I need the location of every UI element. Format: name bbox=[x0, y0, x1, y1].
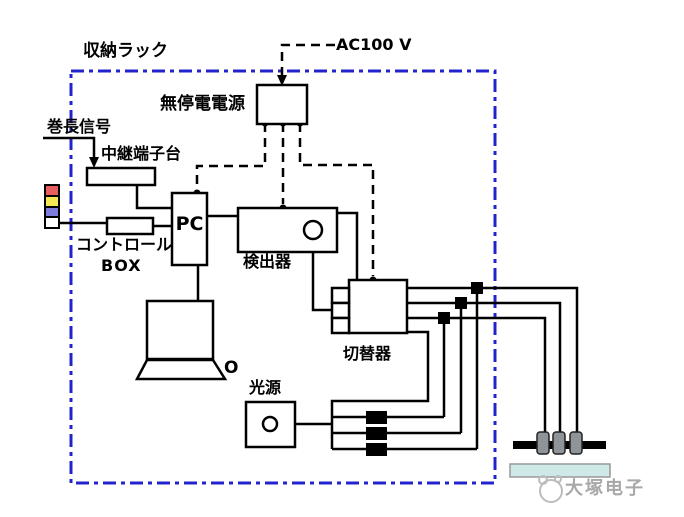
ac-inlet-wire bbox=[280, 43, 335, 76]
control-box bbox=[105, 216, 155, 236]
detector-label: 検出器 bbox=[243, 252, 292, 271]
switcher-port1 bbox=[330, 286, 351, 305]
ups-label: 無停電電源 bbox=[160, 94, 245, 114]
switcher-port2 bbox=[330, 301, 351, 320]
signal-wires bbox=[43, 136, 579, 451]
detector-side-link bbox=[337, 211, 359, 279]
pc-label: PC bbox=[175, 213, 204, 235]
ups-box bbox=[255, 83, 309, 126]
lightsource-lens-circle bbox=[261, 415, 279, 433]
switcher-box bbox=[347, 278, 409, 335]
equipment-boxes bbox=[85, 83, 409, 449]
watermark-logo-petal1 bbox=[538, 475, 548, 485]
terminal-to-pc-wire bbox=[135, 185, 172, 210]
tower-red-segment bbox=[44, 184, 60, 197]
sensor-head3 bbox=[569, 431, 583, 455]
terminal-block-box bbox=[85, 166, 157, 187]
watermark-text: 大塚电子 bbox=[565, 478, 645, 499]
switcher-port3 bbox=[330, 316, 351, 335]
monitor-o-mark: O bbox=[224, 358, 239, 378]
tower-blue-segment bbox=[44, 206, 60, 218]
detector-to-switcher-fiber bbox=[311, 239, 332, 312]
sensor-head1 bbox=[536, 431, 550, 455]
tower-white-segment bbox=[44, 216, 60, 229]
ups-to-pc-wire bbox=[195, 123, 267, 189]
rack-label: 収納ラック bbox=[83, 41, 168, 61]
watermark-logo-circle bbox=[539, 479, 563, 503]
switcher-head1-fiber bbox=[407, 286, 579, 432]
control-box-label-2: BOX bbox=[101, 256, 142, 275]
monitor-screen bbox=[145, 299, 215, 361]
fiber-coupler1 bbox=[366, 411, 387, 424]
rack-boundary bbox=[69, 69, 497, 485]
fiber-coupler2 bbox=[366, 427, 387, 440]
switcher-head3-fiber bbox=[407, 316, 547, 432]
sensor-head2 bbox=[552, 431, 566, 455]
ac-voltage-label: AC100 V bbox=[336, 35, 412, 54]
ups-to-switcher-wire bbox=[298, 123, 375, 276]
switcher-label: 切替器 bbox=[343, 344, 392, 363]
tower-yellow-segment bbox=[44, 195, 60, 208]
fiber-junctions bbox=[366, 282, 483, 456]
light-source-label: 光源 bbox=[249, 378, 282, 397]
watermark-logo-petal2 bbox=[554, 475, 562, 483]
terminal-block-label: 中継端子台 bbox=[101, 144, 182, 163]
switcher-head2-fiber bbox=[407, 301, 562, 432]
signal-tower bbox=[44, 184, 60, 229]
fiber-coupler3 bbox=[366, 443, 387, 456]
length-signal-label: 巻長信号 bbox=[47, 117, 112, 136]
fiber-junction2 bbox=[455, 297, 467, 309]
control-box-label-1: コントロール bbox=[76, 235, 173, 254]
power-wires bbox=[195, 43, 375, 276]
film-sheet bbox=[509, 463, 611, 478]
watermark-logo-icon bbox=[538, 475, 563, 503]
pc-box bbox=[170, 191, 209, 267]
fiber-junction3 bbox=[438, 312, 450, 324]
fiber-junction1 bbox=[471, 282, 483, 294]
detector-lens-circle bbox=[302, 219, 324, 241]
signal-arrowhead bbox=[89, 157, 99, 168]
length-signal-wire bbox=[43, 136, 96, 160]
monitor-base bbox=[134, 358, 228, 381]
sensor-assembly bbox=[509, 431, 611, 478]
ac-arrowhead bbox=[277, 75, 287, 86]
